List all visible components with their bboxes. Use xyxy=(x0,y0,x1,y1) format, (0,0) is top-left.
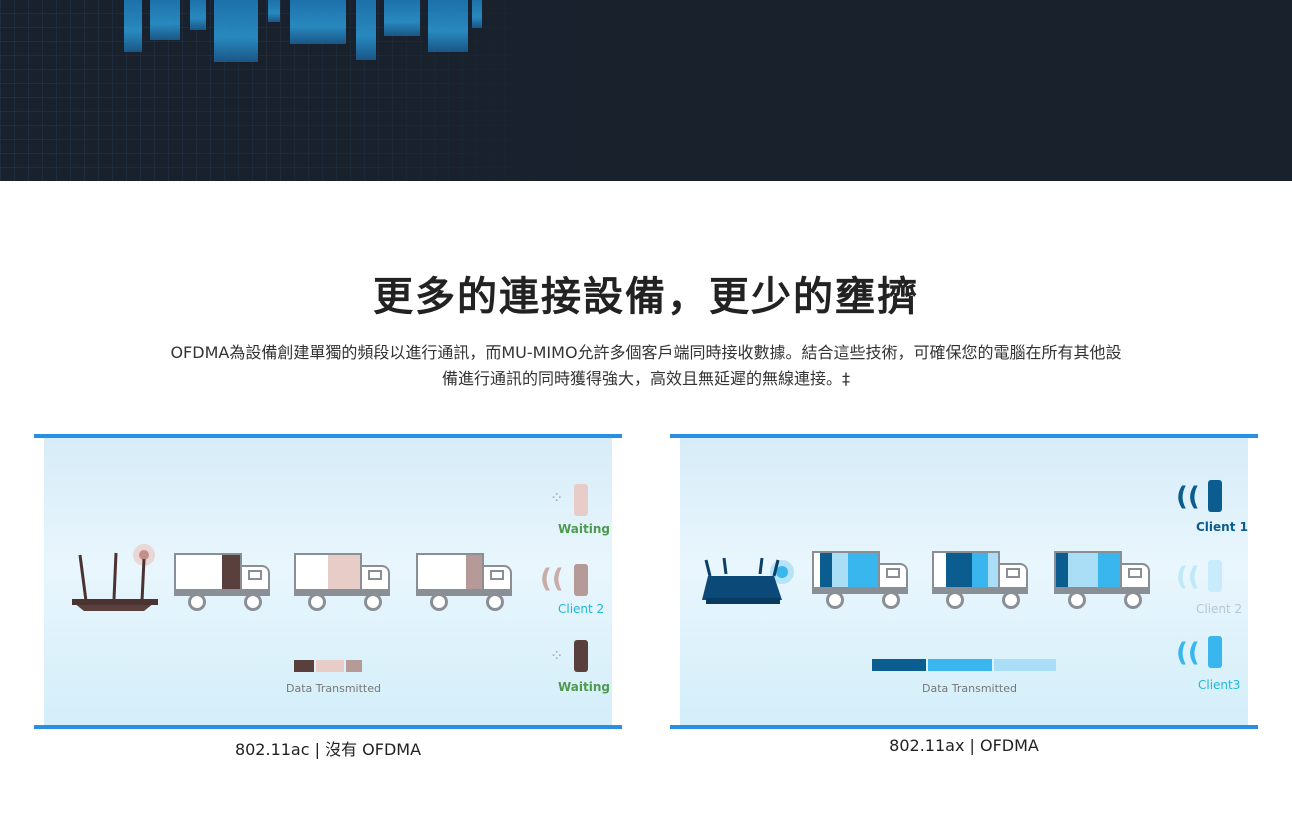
page-description: OFDMA為設備創建單獨的頻段以進行通訊，而MU-MIMO允許多個客戶端同時接收… xyxy=(100,340,1192,392)
truck-cargo xyxy=(328,555,360,589)
truck-cargo xyxy=(820,553,832,587)
truck-cargo xyxy=(946,553,972,587)
truck-cargo xyxy=(222,555,240,589)
truck-icon xyxy=(174,553,274,613)
description-line: 備進行通訊的同時獲得強大，高效且無延遲的無線連接。‡ xyxy=(441,369,850,388)
phone-icon xyxy=(1208,636,1222,668)
client-label: Client 2 xyxy=(1196,602,1243,616)
data-transmitted-label: Data Transmitted xyxy=(922,682,1017,695)
wheel xyxy=(1124,591,1142,609)
spinner-icon: ⁘ xyxy=(550,646,564,665)
page-title: 更多的連接設備，更少的壅擠 xyxy=(373,274,919,320)
data-segment xyxy=(872,659,926,671)
phone-icon xyxy=(574,564,588,596)
client-status-label: Waiting xyxy=(558,522,611,536)
caption-80211ax: 802.11ax | OFDMA xyxy=(889,736,1039,755)
hero-light-bar xyxy=(472,0,482,28)
wheel xyxy=(826,591,844,609)
data-segment xyxy=(994,659,1056,671)
hero-light-bar xyxy=(290,0,346,44)
phone-icon xyxy=(1208,560,1222,592)
hero-light-bar xyxy=(124,0,142,52)
truck-cargo xyxy=(466,555,482,589)
panel-background: ⁘ Waiting (( Client 2 ⁘ Waiting Data Tra… xyxy=(44,438,612,725)
wheel xyxy=(244,593,262,611)
truck-cargo xyxy=(832,553,848,587)
data-segment xyxy=(316,660,344,672)
spinner-icon: ⁘ xyxy=(550,488,564,507)
hero-light-bar xyxy=(190,0,206,30)
wheel xyxy=(486,593,504,611)
client-label: Client 2 xyxy=(558,602,605,616)
hero-light-bar xyxy=(428,0,468,52)
hero-light-bar xyxy=(356,0,376,60)
truck-icon xyxy=(416,553,516,613)
phone-icon xyxy=(574,484,588,516)
wheel xyxy=(882,591,900,609)
phone-icon xyxy=(574,640,588,672)
wifi-wave-icon: (( xyxy=(1176,562,1200,592)
truck-icon xyxy=(812,551,912,611)
router-icon xyxy=(702,557,794,604)
hero-banner xyxy=(0,0,1292,181)
hero-light-bar xyxy=(214,0,258,62)
hero-light-bar xyxy=(150,0,180,40)
wifi-wave-icon: (( xyxy=(540,564,564,594)
truck-icon xyxy=(1054,551,1154,611)
phone-icon xyxy=(1208,480,1222,512)
wheel xyxy=(364,593,382,611)
wheel xyxy=(188,593,206,611)
wifi-wave-icon: (( xyxy=(1176,482,1200,512)
client-label: Client 1 xyxy=(1196,520,1248,534)
data-segment xyxy=(928,659,992,671)
truck-cargo xyxy=(1098,553,1120,587)
hero-light-bar xyxy=(268,0,280,22)
illustration-80211ac: ⁘ Waiting (( Client 2 ⁘ Waiting Data Tra… xyxy=(34,434,622,729)
wheel xyxy=(308,593,326,611)
router-icon xyxy=(72,544,158,611)
hero-light-bar xyxy=(384,0,420,36)
client-label: Client3 xyxy=(1198,678,1241,692)
panel-background: (( Client 1 (( Client 2 (( Client3 Data … xyxy=(680,438,1248,725)
caption-80211ac: 802.11ac | 沒有 OFDMA xyxy=(234,740,422,759)
wheel xyxy=(430,593,448,611)
wheel xyxy=(1002,591,1020,609)
wheel xyxy=(946,591,964,609)
wifi-wave-icon: (( xyxy=(1176,638,1200,668)
truck-cargo xyxy=(1056,553,1068,587)
truck-cargo xyxy=(988,553,998,587)
truck-icon xyxy=(932,551,1032,611)
truck-cargo xyxy=(972,553,988,587)
data-transmitted-label: Data Transmitted xyxy=(286,682,381,695)
truck-icon xyxy=(294,553,394,613)
truck-cargo xyxy=(1068,553,1098,587)
illustration-80211ax: (( Client 1 (( Client 2 (( Client3 Data … xyxy=(670,434,1258,729)
description-line: OFDMA為設備創建單獨的頻段以進行通訊，而MU-MIMO允許多個客戶端同時接收… xyxy=(170,343,1122,362)
truck-cargo xyxy=(848,553,878,587)
client-status-label: Waiting xyxy=(558,680,611,694)
data-segment xyxy=(346,660,362,672)
data-segment xyxy=(294,660,314,672)
wheel xyxy=(1068,591,1086,609)
